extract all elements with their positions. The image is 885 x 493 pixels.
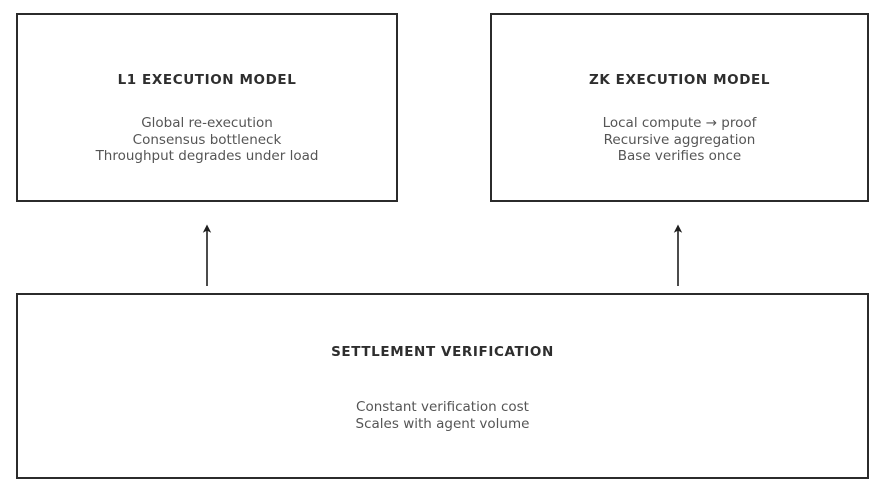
node-body-line: Consensus bottleneck <box>132 131 282 148</box>
node-body-l1-execution: Global re-execution Consensus bottleneck… <box>96 115 319 165</box>
node-title-l1-execution: L1 EXECUTION MODEL <box>117 72 297 88</box>
arrow-up-icon-settlement-to-l1 <box>202 224 212 286</box>
node-body-settlement-verification: Constant verification cost Scales with a… <box>356 399 530 432</box>
node-box-l1-execution[interactable]: L1 EXECUTION MODEL Global re-execution C… <box>16 13 398 202</box>
node-body-line: Local compute → proof <box>602 115 757 131</box>
node-title-zk-execution: ZK EXECUTION MODEL <box>588 72 771 88</box>
arrow-up-icon-settlement-to-zk <box>673 224 683 286</box>
node-body-line: Recursive aggregation <box>603 131 756 148</box>
node-box-settlement-verification[interactable]: SETTLEMENT VERIFICATION Constant verific… <box>16 293 869 479</box>
node-box-zk-execution[interactable]: ZK EXECUTION MODEL Local compute → proof… <box>490 13 869 202</box>
node-body-line: Base verifies once <box>617 148 742 164</box>
node-body-line: Throughput degrades under load <box>95 148 319 164</box>
node-body-line: Scales with agent volume <box>355 415 530 432</box>
node-body-line: Constant verification cost <box>356 399 529 415</box>
node-body-line: Global re-execution <box>141 115 273 131</box>
node-title-settlement-verification: SETTLEMENT VERIFICATION <box>331 344 554 360</box>
node-body-zk-execution: Local compute → proof Recursive aggregat… <box>603 115 757 165</box>
